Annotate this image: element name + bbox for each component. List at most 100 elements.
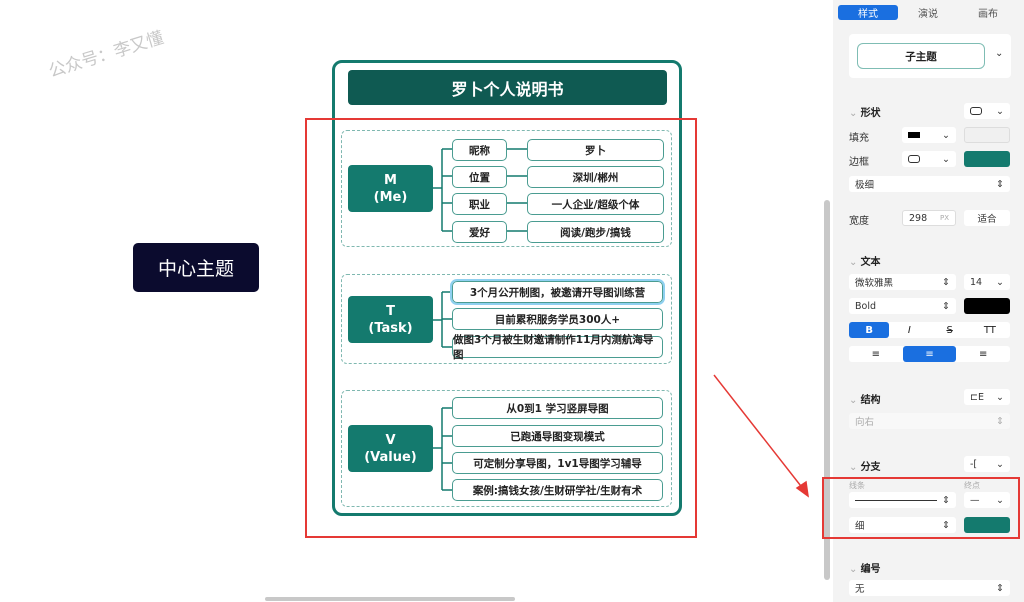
m-value[interactable]: 深圳/郴州 xyxy=(527,166,664,188)
font-select[interactable]: 微软雅黑 ⇕ xyxy=(849,274,956,290)
text-case-button[interactable]: TT xyxy=(983,324,996,336)
section-m xyxy=(341,130,672,247)
horizontal-scrollbar[interactable] xyxy=(265,597,515,601)
font-size-select[interactable]: 14⌄ xyxy=(964,274,1010,290)
node-label: T xyxy=(386,303,395,319)
updown-icon: ⇕ xyxy=(942,276,950,288)
t-item[interactable]: 目前累积服务学员300人+ xyxy=(452,308,663,330)
structure-right-icon: ⊏E xyxy=(970,391,984,403)
rounded-rect-icon xyxy=(908,155,920,163)
strikethrough-button[interactable]: S xyxy=(946,324,953,336)
solid-line-icon xyxy=(855,499,937,501)
border-select[interactable]: ⌄ xyxy=(902,151,956,167)
m-key[interactable]: 爱好 xyxy=(452,221,507,243)
fit-button[interactable]: 适合 xyxy=(964,210,1010,226)
m-value[interactable]: 阅读/跑步/搞钱 xyxy=(527,221,664,243)
m-value[interactable]: 罗卜 xyxy=(527,139,664,161)
line-end-select[interactable]: —⌄ xyxy=(964,492,1010,508)
width-label: 宽度 xyxy=(849,216,869,227)
line-thickness-select[interactable]: 细⇕ xyxy=(849,517,956,533)
v-item[interactable]: 从0到1 学习竖屏导图 xyxy=(452,397,663,419)
red-arrow xyxy=(713,374,809,498)
mindmap-frame xyxy=(332,60,682,516)
node-sub: (Value) xyxy=(364,449,417,465)
align-left-icon[interactable]: ≡ xyxy=(871,348,881,360)
numbering-select[interactable]: 无⇕ xyxy=(849,580,1010,596)
panel-tabs: 样式 演说 画布 xyxy=(838,5,1018,20)
m-key[interactable]: 昵称 xyxy=(452,139,507,161)
fill-select[interactable]: ⌄ xyxy=(902,127,956,143)
fill-icon xyxy=(908,132,920,138)
updown-icon: ⇕ xyxy=(996,178,1004,190)
text-format-bar: B I S TT xyxy=(849,322,1010,338)
border-color-swatch[interactable] xyxy=(964,151,1010,167)
m-value[interactable]: 一人企业/超级个体 xyxy=(527,193,664,215)
width-value: 298 xyxy=(909,212,928,224)
text-color-swatch[interactable] xyxy=(964,298,1010,314)
highlight-box xyxy=(305,118,697,538)
border-weight-value: 极细 xyxy=(855,180,875,191)
line-style-select[interactable]: ⇕ xyxy=(849,492,956,508)
m-key[interactable]: 位置 xyxy=(452,166,507,188)
numbering-heading: 编号 xyxy=(849,560,881,575)
panel-highlight-box xyxy=(822,477,1020,539)
bold-button[interactable]: B xyxy=(849,322,890,338)
v-item[interactable]: 可定制分享导图，1v1导图学习辅导 xyxy=(452,452,663,474)
section-t xyxy=(341,274,672,364)
branch-heading: 分支 xyxy=(849,458,881,473)
node-m[interactable]: M(Me) xyxy=(348,165,433,212)
text-heading: 文本 xyxy=(849,253,881,268)
unit-label: PX xyxy=(939,214,949,222)
font-weight-value: Bold xyxy=(855,300,876,312)
updown-icon: ⇕ xyxy=(942,300,950,312)
node-sub: (Me) xyxy=(373,189,408,205)
m-key[interactable]: 职业 xyxy=(452,193,507,215)
chevron-down-icon[interactable]: ⌄ xyxy=(995,48,1004,59)
v-item[interactable]: 案例:搞钱女孩/生财研学社/生财有术 xyxy=(452,479,663,501)
central-topic[interactable]: 中心主题 xyxy=(133,243,259,292)
fill-label: 填充 xyxy=(849,133,869,144)
tab-style[interactable]: 样式 xyxy=(838,5,898,20)
branch-connector-icon: -[ xyxy=(970,458,978,470)
section-v xyxy=(341,390,672,507)
chevron-down-icon: ⌄ xyxy=(996,494,1004,506)
align-right-icon[interactable]: ≡ xyxy=(978,348,988,360)
alignment-bar: ≡ ≡ ≡ xyxy=(849,346,1010,362)
font-weight-select[interactable]: Bold ⇕ xyxy=(849,298,956,314)
width-input[interactable]: 298 PX xyxy=(902,210,956,226)
direction-select[interactable]: 向右 ⇕ xyxy=(849,413,1010,429)
numbering-value: 无 xyxy=(855,584,865,595)
branch-style-select[interactable]: -[ ⌄ xyxy=(964,456,1010,472)
font-value: 微软雅黑 xyxy=(855,278,894,289)
mindmap-title[interactable]: 罗卜个人说明书 xyxy=(348,70,667,105)
node-t[interactable]: T(Task) xyxy=(348,296,433,343)
align-center-icon[interactable]: ≡ xyxy=(902,346,957,362)
node-v[interactable]: V(Value) xyxy=(348,425,433,472)
shape-select[interactable]: ⌄ xyxy=(964,103,1010,119)
rounded-rect-icon xyxy=(970,107,982,115)
branch-color-swatch[interactable] xyxy=(964,517,1010,533)
updown-icon: ⇕ xyxy=(942,519,950,531)
italic-button[interactable]: I xyxy=(907,324,911,336)
style-preview[interactable]: 子主题 xyxy=(857,43,985,69)
structure-select[interactable]: ⊏E ⌄ xyxy=(964,389,1010,405)
updown-icon: ⇕ xyxy=(996,582,1004,594)
chevron-down-icon: ⌄ xyxy=(942,129,950,141)
t-item-selected[interactable]: 3个月公开制图，被邀请开导图训练营 xyxy=(450,279,665,305)
updown-icon: ⇕ xyxy=(996,415,1004,427)
chevron-down-icon: ⌄ xyxy=(996,458,1004,470)
chevron-down-icon: ⌄ xyxy=(996,105,1004,117)
tab-presentation[interactable]: 演说 xyxy=(918,9,938,20)
fill-color-swatch[interactable] xyxy=(964,127,1010,143)
border-weight-select[interactable]: 极细 ⇕ xyxy=(849,176,1010,192)
chevron-down-icon: ⌄ xyxy=(996,391,1004,403)
node-sub: (Task) xyxy=(368,320,413,336)
tab-canvas[interactable]: 画布 xyxy=(978,9,998,20)
vertical-scrollbar[interactable] xyxy=(824,200,830,580)
v-item[interactable]: 已跑通导图变现模式 xyxy=(452,425,663,447)
t-item[interactable]: 做图3个月被生财邀请制作11月内测航海导图 xyxy=(452,334,663,361)
connector-lines xyxy=(433,148,809,498)
updown-icon: ⇕ xyxy=(942,494,950,506)
direction-value: 向右 xyxy=(855,417,875,428)
border-label: 边框 xyxy=(849,157,869,168)
